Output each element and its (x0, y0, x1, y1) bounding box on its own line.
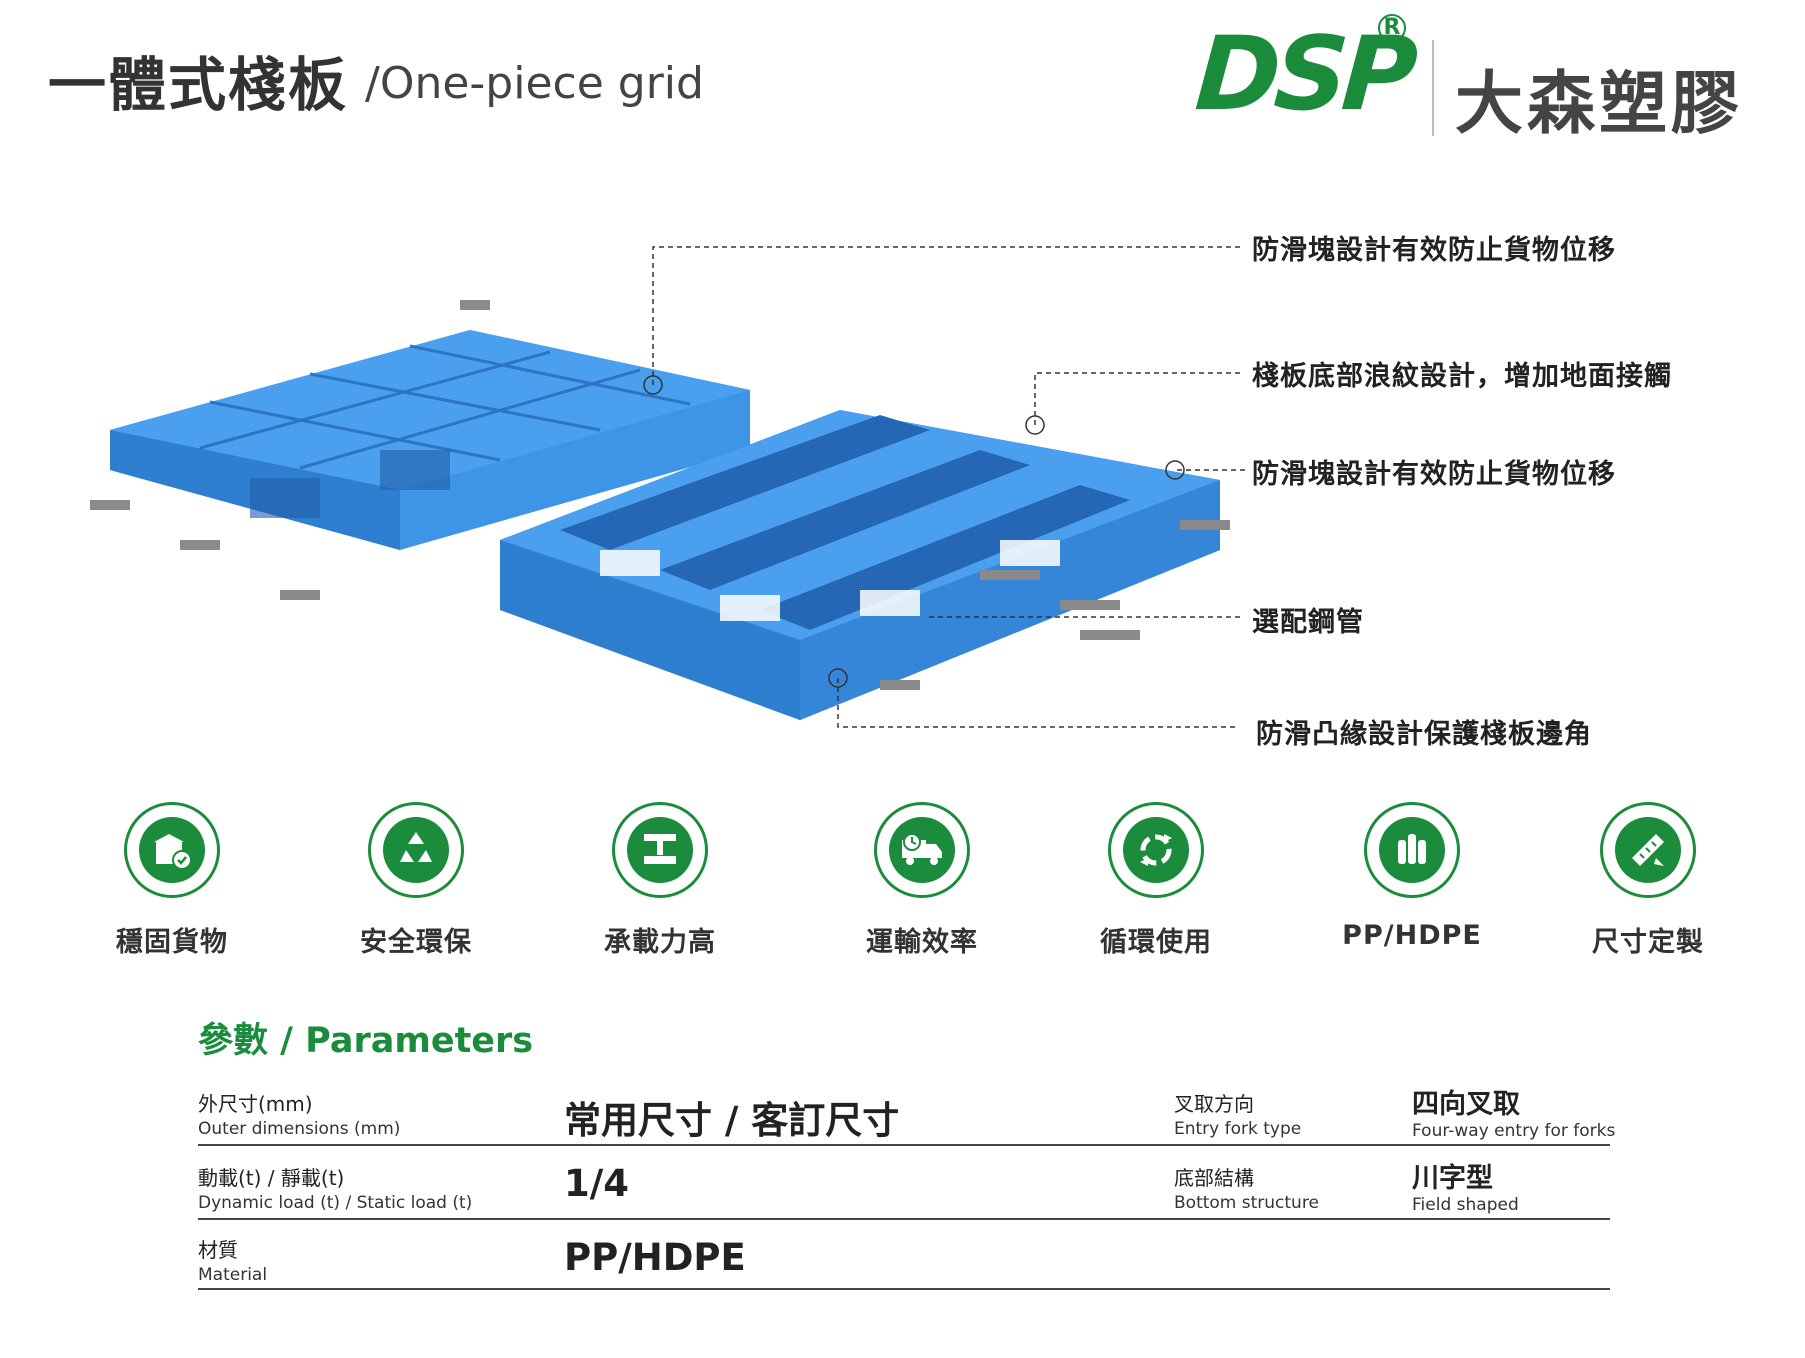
feature-label: 循環使用 (1100, 927, 1212, 958)
param-right-value: 川字型 Field shaped (1412, 1163, 1519, 1215)
param-label: 外尺寸(mm) Outer dimensions (mm) (198, 1092, 401, 1139)
truck-clock-icon (902, 833, 942, 865)
param-label: 動載(t) / 靜載(t) Dynamic load (t) / Static … (198, 1166, 473, 1213)
param-value: PP/HDPE (564, 1236, 746, 1279)
recycle-icon (400, 832, 432, 862)
pallet-bottom-view (500, 410, 1230, 720)
brand-company-name: 大森塑膠 (1455, 65, 1744, 144)
page-title-en: /One-piece grid (365, 58, 704, 109)
param-row-dimensions: 外尺寸(mm) Outer dimensions (mm) 常用尺寸 / 客訂尺… (198, 1080, 1615, 1146)
param-label: 材質 Material (198, 1238, 268, 1285)
feature-label: 承載力高 (604, 927, 716, 958)
param-value: 常用尺寸 / 客訂尺寸 (564, 1099, 900, 1142)
param-right-value: 四向叉取 Four-way entry for forks (1412, 1089, 1616, 1141)
feature-label: 安全環保 (360, 927, 472, 958)
callout-anti-slip-block-1: 防滑塊設計有效防止貨物位移 (1252, 235, 1616, 266)
feature-material: PP/HDPE (1302, 802, 1522, 951)
param-row-material: 材質 Material PP/HDPE (198, 1224, 1610, 1290)
parameters-heading: 參數 / Parameters (198, 1021, 534, 1061)
feature-reusable: 循環使用 (1046, 802, 1266, 959)
logo-divider (1432, 40, 1434, 136)
callout-steel-tube: 選配鋼管 (1252, 607, 1364, 638)
feature-high-load: 承載力高 (550, 802, 770, 959)
feature-label: 運輸效率 (866, 927, 978, 958)
feature-label: PP/HDPE (1342, 920, 1482, 951)
pallet-top-view (90, 300, 750, 600)
page-title-cn: 一體式棧板 (48, 51, 349, 119)
ruler-pencil-icon (1632, 834, 1664, 866)
box-check-icon (154, 834, 192, 870)
param-row-load: 動載(t) / 靜載(t) Dynamic load (t) / Static … (198, 1150, 1610, 1220)
registered-mark: R (1378, 14, 1406, 42)
feature-eco-safe: 安全環保 (306, 802, 526, 959)
brand-logo-mark: DSP (1191, 15, 1416, 134)
param-right-label: 叉取方向 Entry fork type (1174, 1092, 1302, 1139)
param-right-label: 底部結構 Bottom structure (1174, 1166, 1319, 1213)
callout-wave-bottom: 棧板底部浪紋設計，增加地面接觸 (1252, 361, 1672, 392)
feature-label: 穩固貨物 (116, 927, 228, 958)
callout-edge-flange: 防滑凸緣設計保護棧板邊角 (1256, 719, 1592, 750)
param-value: 1/4 (564, 1162, 630, 1205)
pallet-illustration (90, 300, 1230, 720)
pipes-icon (1398, 834, 1426, 864)
feature-stable-goods: 穩固貨物 (62, 802, 282, 959)
cycle-arrows-icon (1140, 834, 1172, 866)
load-press-icon (644, 834, 676, 864)
feature-transport-efficiency: 運輸效率 (812, 802, 1032, 959)
callout-anti-slip-block-2: 防滑塊設計有效防止貨物位移 (1252, 459, 1616, 490)
feature-custom-size: 尺寸定製 (1538, 802, 1758, 959)
feature-label: 尺寸定製 (1592, 927, 1704, 958)
